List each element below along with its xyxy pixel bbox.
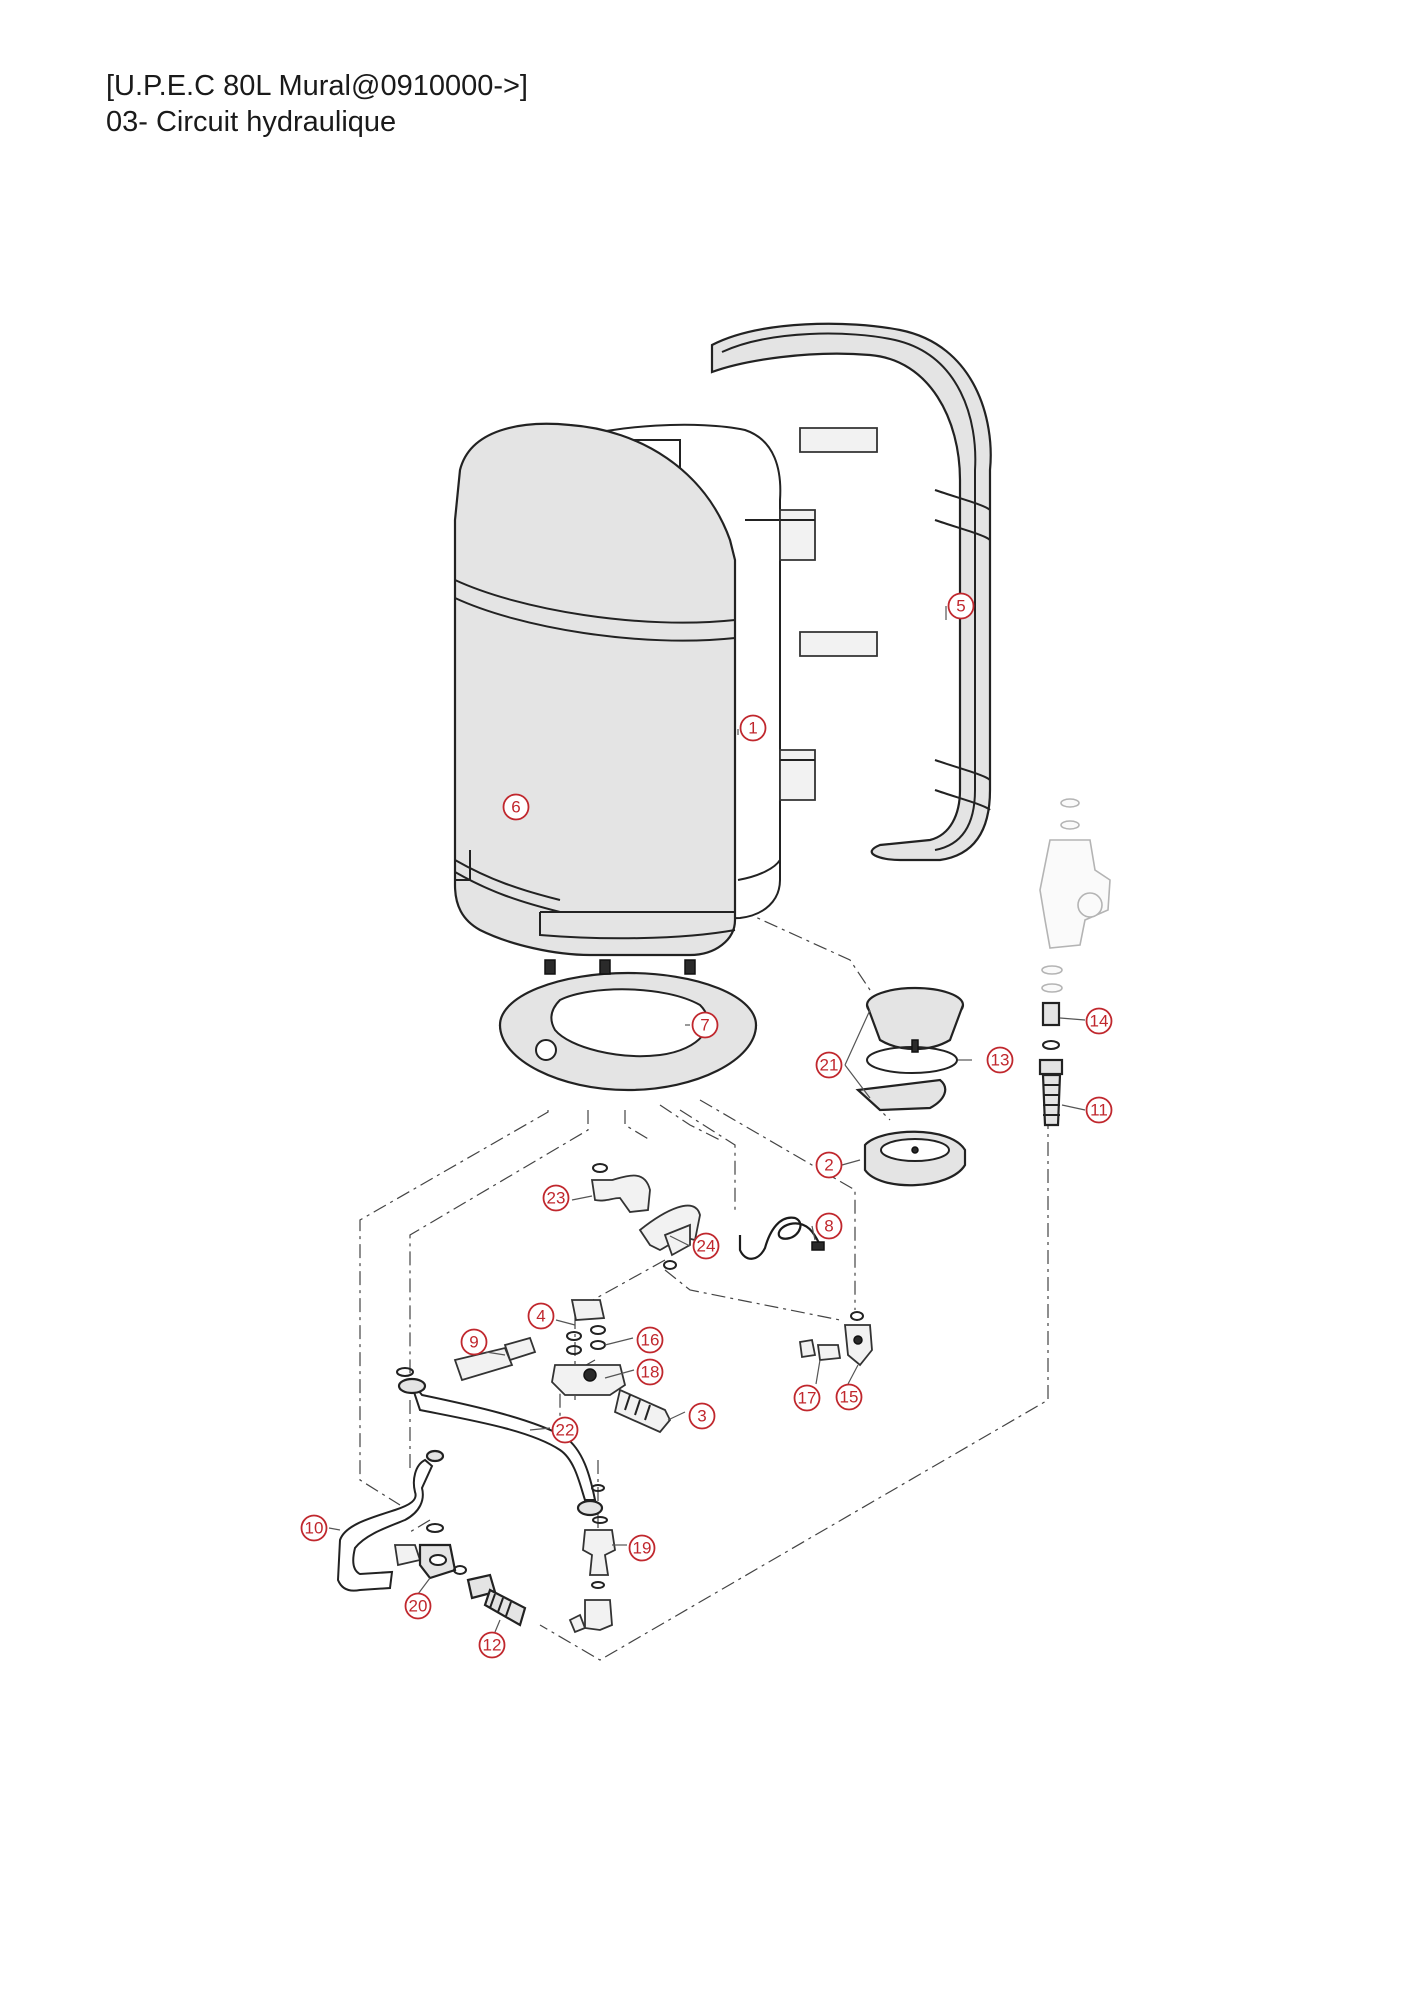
svg-text:7: 7 xyxy=(700,1016,709,1035)
callout-10: 10 xyxy=(300,1514,328,1542)
callout-23: 23 xyxy=(542,1184,570,1212)
svg-text:6: 6 xyxy=(511,798,520,817)
callout-leader-lines xyxy=(328,606,1086,1633)
callout-14: 14 xyxy=(1085,1007,1113,1035)
svg-text:21: 21 xyxy=(820,1056,839,1075)
callout-5: 5 xyxy=(947,592,975,620)
callout-24: 24 xyxy=(692,1232,720,1260)
callout-15: 15 xyxy=(835,1383,863,1411)
front-jacket-part xyxy=(453,422,737,957)
valve-fittings-group xyxy=(798,1311,873,1367)
callout-12: 12 xyxy=(478,1631,506,1659)
callout-2: 2 xyxy=(815,1151,843,1179)
callout-9: 9 xyxy=(460,1328,488,1356)
callout-16: 16 xyxy=(636,1326,664,1354)
lower-fittings-group xyxy=(336,1449,616,1634)
svg-text:10: 10 xyxy=(305,1519,324,1538)
callout-19: 19 xyxy=(628,1534,656,1562)
right-fittings-group xyxy=(1038,798,1111,1127)
svg-text:19: 19 xyxy=(633,1539,652,1558)
callout-20: 20 xyxy=(404,1592,432,1620)
callout-11: 11 xyxy=(1085,1096,1113,1124)
callout-3: 3 xyxy=(688,1402,716,1430)
svg-text:22: 22 xyxy=(556,1421,575,1440)
svg-text:15: 15 xyxy=(840,1388,859,1407)
svg-text:18: 18 xyxy=(641,1363,660,1382)
diagram-model-title: [U.P.E.C 80L Mural@0910000->] xyxy=(106,70,528,102)
diagram-section-title: 03- Circuit hydraulique xyxy=(106,106,397,138)
svg-text:23: 23 xyxy=(547,1189,566,1208)
element-holder-group xyxy=(855,986,967,1187)
svg-text:2: 2 xyxy=(824,1156,833,1175)
svg-text:11: 11 xyxy=(1090,1101,1108,1120)
cable-part xyxy=(738,1216,825,1260)
central-fittings-group xyxy=(396,1163,701,1517)
svg-text:3: 3 xyxy=(697,1407,706,1426)
callout-21: 21 xyxy=(815,1051,843,1079)
callout-7: 7 xyxy=(691,1011,719,1039)
callout-17: 17 xyxy=(793,1384,821,1412)
svg-text:12: 12 xyxy=(483,1636,502,1655)
svg-text:14: 14 xyxy=(1090,1012,1109,1031)
svg-text:5: 5 xyxy=(956,597,965,616)
svg-text:24: 24 xyxy=(697,1237,716,1256)
callout-13: 13 xyxy=(986,1046,1014,1074)
bottom-flange-part xyxy=(498,959,758,1092)
callout-4: 4 xyxy=(527,1302,555,1330)
callout-22: 22 xyxy=(551,1416,579,1444)
svg-text:13: 13 xyxy=(991,1051,1010,1070)
svg-text:1: 1 xyxy=(748,719,757,738)
callout-18: 18 xyxy=(636,1358,664,1386)
rear-shell-part xyxy=(710,322,992,862)
svg-text:8: 8 xyxy=(824,1217,833,1236)
svg-text:9: 9 xyxy=(469,1333,478,1352)
svg-text:20: 20 xyxy=(409,1597,428,1616)
svg-text:4: 4 xyxy=(536,1307,545,1326)
callout-6: 6 xyxy=(502,793,530,821)
callout-8: 8 xyxy=(815,1212,843,1240)
callout-1: 1 xyxy=(739,714,767,742)
svg-text:17: 17 xyxy=(798,1389,817,1408)
svg-text:16: 16 xyxy=(641,1331,660,1350)
